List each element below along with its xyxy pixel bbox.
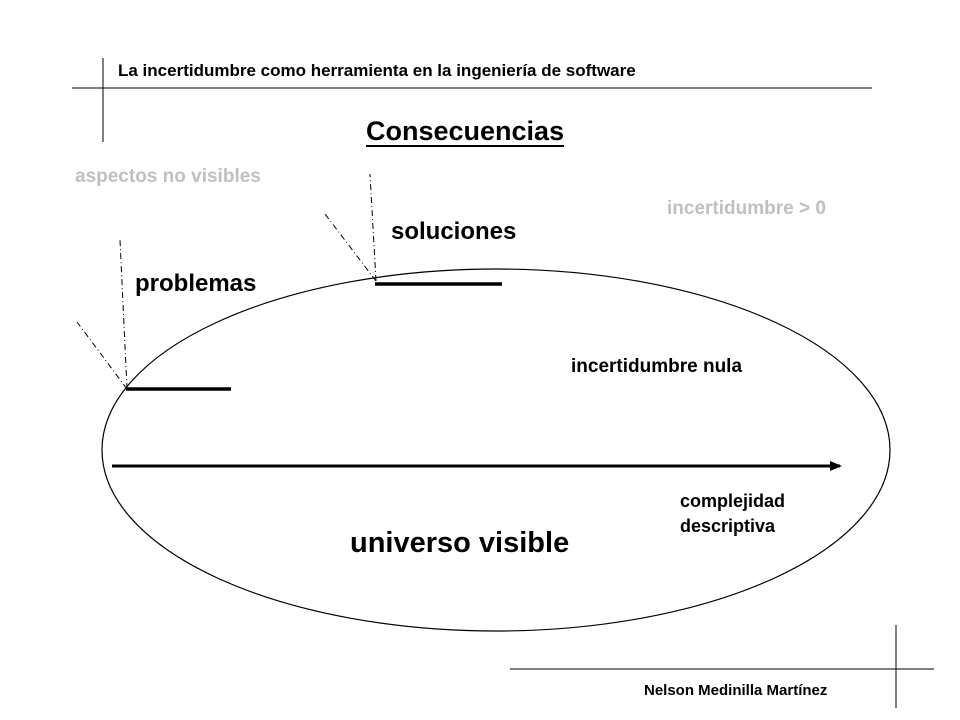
complexity-label-line2: descriptiva xyxy=(680,516,776,536)
solutions-ray-left xyxy=(324,213,377,282)
uncertainty-positive-label: incertidumbre > 0 xyxy=(667,198,826,219)
visible-universe-label: universo visible xyxy=(350,527,570,559)
hidden-aspects-label: aspectos no visibles xyxy=(75,166,261,187)
problems-ray-up xyxy=(119,239,128,390)
problems-label: problemas xyxy=(135,270,257,297)
solutions-label: soluciones xyxy=(391,218,517,245)
footer-author: Nelson Medinilla Martínez xyxy=(644,682,828,699)
problems-ray-left xyxy=(76,321,128,390)
slide-title: Consecuencias xyxy=(366,116,565,146)
complexity-label-line1: complejidad xyxy=(680,491,786,511)
solutions-ray-up xyxy=(369,173,377,282)
visible-universe-ellipse xyxy=(101,268,891,632)
uncertainty-zero-label: incertidumbre nula xyxy=(571,356,743,377)
complexity-label: complejidad descriptiva xyxy=(680,489,785,539)
header-title: La incertidumbre como herramienta en la … xyxy=(118,61,636,80)
